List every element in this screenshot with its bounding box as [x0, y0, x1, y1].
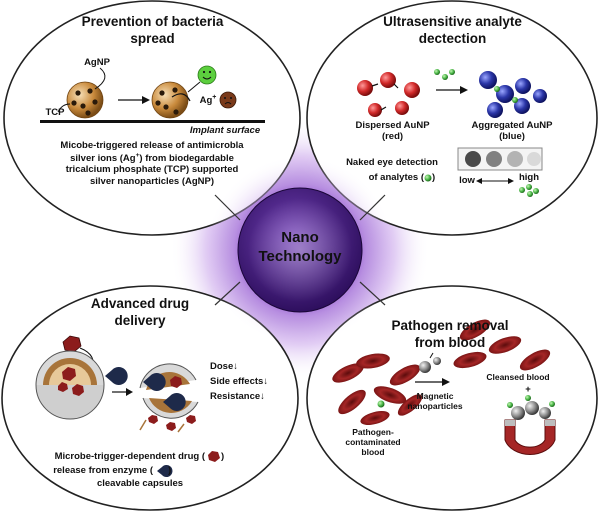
- agnp-label: AgNP: [84, 57, 110, 68]
- capsule-intact: [35, 350, 107, 421]
- low-high-arrow: [476, 178, 514, 184]
- implant-surface-line: [40, 120, 265, 123]
- low-label: low: [459, 175, 475, 186]
- analyte-title-line2: dectection: [418, 31, 487, 46]
- enzyme-icon: [105, 367, 128, 385]
- degraded-particle: [151, 81, 191, 119]
- panel-analyte-ellipse: [306, 0, 598, 236]
- drug-caption-line1-end: ): [221, 451, 225, 462]
- cleansed-blood-cells: [453, 319, 551, 371]
- reaction-arrow: [118, 96, 150, 104]
- drug-caption-line3: cleavable capsules: [96, 478, 184, 489]
- naked-eye-label-line1: Naked eye detection: [346, 157, 438, 168]
- dispersed-aunp: [357, 72, 420, 117]
- ag-ion-label: Ag+: [199, 94, 217, 107]
- bacteria-caption-line2: silver ions (Ag+) from biodegardable: [70, 152, 234, 165]
- agnp-pointer-arrow: [94, 67, 106, 90]
- bacteria-title-line1: Prevention of bacteria: [81, 14, 224, 29]
- drug-title-line2: delivery: [114, 313, 166, 328]
- analyte-inline-icon: [424, 174, 432, 182]
- captured-pathogens: [507, 395, 555, 420]
- colorimetric-scale: [457, 147, 543, 171]
- naked-eye-label-line2: of analytes (: [368, 172, 424, 183]
- nano-technology-sphere: [237, 187, 363, 313]
- drug-caption-line2: release from enzyme (: [53, 465, 153, 476]
- release-arrow: [112, 388, 133, 396]
- connector-lines: [214, 194, 386, 306]
- magnetic-label-line1: Magnetic: [416, 391, 454, 401]
- happy-face-icon: [197, 65, 217, 85]
- bacteria-caption-line4: silver nanoparticles (AgNP): [89, 176, 215, 187]
- aggregated-aunp-label-line2: (blue): [499, 131, 525, 142]
- aggregation-arrow: [436, 86, 468, 94]
- ion-arrow: [187, 81, 201, 93]
- bacteria-caption-line1: Micobe-triggered release of antimicrobla: [60, 140, 244, 151]
- inline-enzyme-icon: [157, 465, 173, 477]
- implant-surface-label: Implant surface: [189, 125, 261, 136]
- side-effects-label: Side effects↓: [210, 376, 269, 387]
- cleansed-blood-label: Cleansed blood: [486, 372, 550, 382]
- drug-title-line1: Advanced drug: [90, 296, 190, 311]
- tcp-agnp-particle: [66, 81, 104, 119]
- panel-bacteria-ellipse: [3, 0, 301, 236]
- inline-drug-icon: [208, 451, 220, 462]
- dead-bacteria-icon: [219, 91, 237, 109]
- aggregated-aunp: [479, 71, 547, 118]
- analyte-title-line1: Ultrasensitive analyte: [383, 14, 522, 29]
- dispersed-aunp-label-line1: Dispersed AuNP: [355, 120, 430, 131]
- contaminated-blood-cells: [332, 353, 423, 425]
- aggregated-aunp-label-line1: Aggregated AuNP: [471, 120, 553, 131]
- drug-caption-line1: Microbe-trigger-dependent drug (: [54, 451, 205, 462]
- high-analyte-cluster: [519, 184, 539, 197]
- center-title-line1: Nano: [281, 229, 319, 246]
- pathogen-title-line1: Pathogen removal: [391, 318, 509, 333]
- capsule-cleaved: [139, 363, 199, 419]
- plus-label: +: [525, 384, 531, 395]
- dose-label: Dose↓: [210, 361, 238, 372]
- contaminated-label-line1: Pathogen-: [352, 427, 394, 437]
- center-title-line2: Technology: [258, 248, 342, 265]
- naked-eye-label-end: ): [432, 172, 436, 183]
- analyte-dots: [434, 69, 455, 80]
- removal-arrow: [415, 378, 450, 386]
- magnet-icon: [504, 419, 556, 456]
- high-label: high: [518, 172, 540, 183]
- released-drugs: [139, 415, 196, 433]
- contaminated-label-line3: blood: [361, 447, 385, 457]
- dispersed-aunp-label-line2: (red): [381, 131, 404, 142]
- magnetic-label-line2: nanoparticles: [407, 401, 463, 411]
- contaminated-label-line2: contaminated: [345, 437, 401, 447]
- magnetic-nanoparticles: [419, 352, 441, 373]
- bacteria-caption-line3: tricalcium phosphate (TCP) supported: [65, 164, 239, 175]
- drug-caption-line2-end: ): [168, 465, 172, 476]
- resistance-label: Resistance↓: [210, 391, 265, 402]
- tcp-label: TCP: [45, 107, 65, 118]
- bacteria-title-line2: spread: [130, 31, 175, 46]
- drug-molecule-icon: [62, 335, 82, 353]
- pathogen-title-line2: from blood: [414, 335, 486, 350]
- tcp-pointer-arrow: [57, 103, 71, 113]
